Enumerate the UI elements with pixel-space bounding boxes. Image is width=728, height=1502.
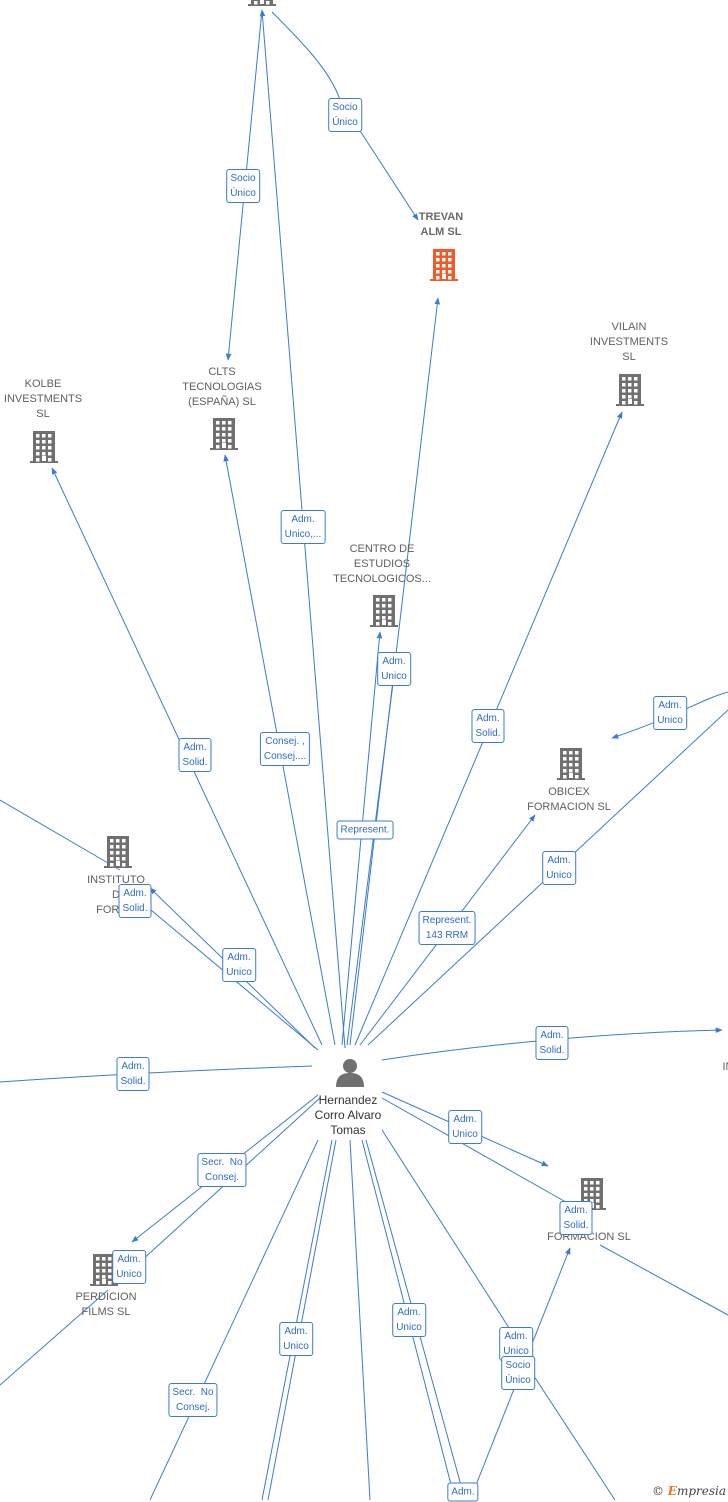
company-label-clts-line: (ESPAÑA) SL [182,395,261,410]
company-label-perdicion-line: PERDICION [75,1290,136,1305]
edge-label-represent-143[interactable]: Represent. 143 RRM [419,911,476,945]
edge-label-socio-unico-1[interactable]: Socio Único [328,98,362,132]
company-label-right-edge[interactable]: IN [723,1060,728,1075]
brand-e: E [668,1484,677,1498]
company-label-perdicion-line: FILMS SL [75,1305,136,1320]
company-label-centro-line: TECNOLOGICOS... [333,572,431,587]
edge-label-adm-unico-formacion[interactable]: Adm. Unico [448,1110,482,1144]
edge-formacion-right [600,1245,728,1315]
building-icon-top[interactable] [248,0,276,6]
edge-label-adm-solid-instituto[interactable]: Adm. Solid. [118,884,151,918]
building-icon-centro[interactable] [370,595,398,627]
company-label-vilain-line: INVESTMENTS [590,335,668,350]
person-name-line: Tomas [315,1123,382,1138]
edge-label-secr-no-consej-2[interactable]: Secr. No Consej. [168,1383,217,1417]
company-label-centro-line: ESTUDIOS [333,557,431,572]
company-label-vilain-line: SL [590,350,668,365]
edge-person-left [0,1066,312,1082]
edge-label-adm-unico-instituto[interactable]: Adm. Unico [222,948,256,982]
edge-label-adm-solid-formacion[interactable]: Adm. Solid. [559,1201,592,1235]
person-icon[interactable] [336,1059,364,1087]
building-icon-instituto[interactable] [104,836,132,868]
edge-label-adm-unico-bottom1[interactable]: Adm. Unico [279,1322,313,1356]
edge-label-adm-unico-obicex[interactable]: Adm. Unico [542,851,576,885]
edge-label-adm-unico-right[interactable]: Adm. Unico [653,696,687,730]
person-name-line: Hernandez [315,1093,382,1108]
edge-person-centro-2 [347,660,396,1045]
edge-label-adm-unico-trunc[interactable]: Adm. Unico,... [281,510,326,544]
company-label-trevan-line: ALM SL [419,225,463,240]
company-label-kolbe-line: SL [4,407,82,422]
company-label-clts-line: TECNOLOGIAS [182,380,261,395]
company-label-obicex-line: FORMACION SL [527,800,611,815]
edge-label-socio-unico-2[interactable]: Socio Único [226,169,260,203]
edge-label-adm-unico-bottom2[interactable]: Adm. Unico [392,1303,426,1337]
edge-label-adm-solid-kolbe[interactable]: Adm. Solid. [178,738,211,772]
edge-label-secr-no-consej-1[interactable]: Secr. No Consej. [197,1153,246,1187]
brand-name: mpresia [677,1484,726,1498]
edge-person-bottom-3 [150,1140,318,1500]
company-label-vilain-line: VILAIN [590,320,668,335]
building-icon-obicex[interactable] [557,748,585,780]
edge-label-adm-solid-right[interactable]: Adm. Solid. [535,1026,568,1060]
company-label-kolbe-line: KOLBE [4,377,82,392]
building-icon-clts[interactable] [210,418,238,450]
company-label-centro-line: CENTRO DE [333,542,431,557]
edge-label-represent[interactable]: Represent. [337,821,394,840]
edge-label-adm-solid-left[interactable]: Adm. Solid. [116,1057,149,1091]
company-label-trevan-line: TREVAN [419,210,463,225]
copyright-symbol: © [652,1484,664,1498]
edge-label-adm-bottom[interactable]: Adm. [447,1483,478,1502]
edge-person-bottom-4 [350,1140,370,1500]
edge-label-adm-unico-centro[interactable]: Adm. Unico [377,652,411,686]
building-icon-trevan[interactable] [430,249,458,281]
company-label-right-edge-line: IN [723,1060,728,1075]
building-icon-kolbe[interactable] [30,431,58,463]
building-icon-vilain[interactable] [616,374,644,406]
person-name-line: Corro Alvaro [315,1108,382,1123]
edge-person-bottom-1 [268,1140,336,1500]
edge-socio-bottom-right [530,1370,615,1500]
watermark: © Empresia [652,1484,726,1498]
company-label-kolbe-line: INVESTMENTS [4,392,82,407]
edge-person-bottom-2 [262,1140,332,1500]
edge-label-socio-unico-bottom[interactable]: Socio Único [501,1356,535,1390]
company-label-obicex-line: OBICEX [527,785,611,800]
edge-label-adm-solid-vilain[interactable]: Adm. Solid. [471,709,504,743]
edge-label-adm-unico-perdicion[interactable]: Adm. Unico [112,1250,146,1284]
company-label-clts-line: CLTS [182,365,261,380]
edge-left-instituto [0,800,120,870]
edge-label-consej[interactable]: Consej. , Consej.... [260,732,310,766]
